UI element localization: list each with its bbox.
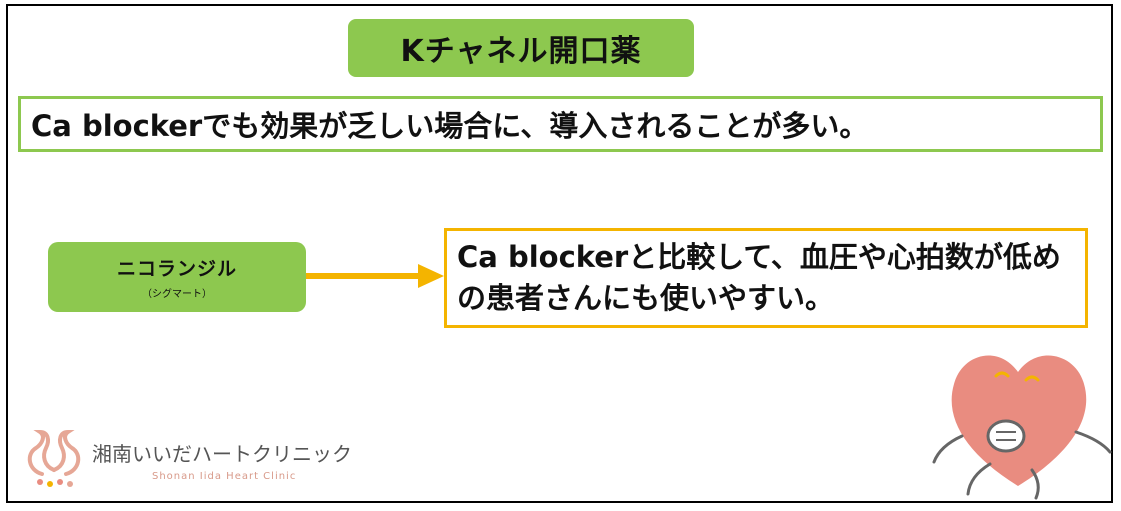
summary-banner: Ca blockerでも効果が乏しい場合に、導入されることが多い。 [18, 96, 1103, 152]
clinic-name-english: Shonan Iida Heart Clinic [152, 471, 297, 482]
heart-mascot-icon [932, 355, 1112, 500]
right-arrow-icon [306, 264, 444, 288]
slide: Kチャネル開口薬 Ca blockerでも効果が乏しい場合に、導入されることが多… [6, 4, 1113, 503]
flamingo-logo-icon [27, 429, 81, 487]
clinic-logo: 湘南いいだハートクリニック Shonan Iida Heart Clinic [20, 426, 400, 492]
drug-name: ニコランジル [116, 258, 237, 280]
drug-box: ニコランジル （シグマート） [48, 242, 306, 312]
callout-box: Ca blockerと比較して、血圧や心拍数が低めの患者さんにも使いやすい。 [444, 228, 1088, 328]
slide-title: Kチャネル開口薬 [348, 19, 694, 77]
drug-brand: （シグマート） [142, 289, 212, 300]
clinic-name: 湘南いいだハートクリニック [92, 442, 352, 466]
